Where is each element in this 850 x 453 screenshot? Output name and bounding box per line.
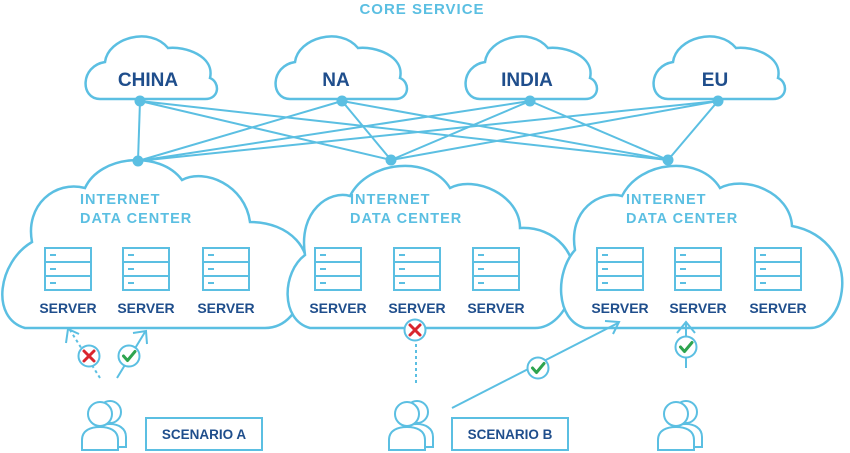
server-icon [674, 247, 722, 291]
server-icon [393, 247, 441, 291]
link-india-dc1 [137, 100, 531, 162]
hub-node-dc2 [385, 154, 397, 166]
server-icon [44, 247, 92, 291]
users-icon [388, 400, 434, 451]
server-label: SERVER [197, 300, 254, 316]
link-na-dc2 [341, 100, 392, 161]
dc3-label-line2: DATA CENTER [626, 211, 738, 227]
scenario-a-label: SCENARIO A [162, 427, 247, 442]
region-label-na: NA [322, 70, 350, 91]
hub-node-dc1 [132, 155, 144, 167]
dc1-label-line2: DATA CENTER [80, 211, 192, 227]
hub-node-china [134, 95, 146, 107]
dc2-label-line1: INTERNET [350, 192, 431, 208]
server-icon [472, 247, 520, 291]
server-label: SERVER [309, 300, 366, 316]
link-india-dc3 [529, 100, 669, 161]
link-eu-dc3 [667, 100, 719, 161]
scenario-b-box [451, 417, 569, 451]
server-icon [314, 247, 362, 291]
link-eu-dc1 [137, 100, 719, 162]
server-label: SERVER [669, 300, 726, 316]
server-label: SERVER [467, 300, 524, 316]
region-label-eu: EU [702, 70, 728, 91]
link-china-dc3 [139, 100, 669, 161]
region-cloud-na [274, 35, 409, 101]
arrowhead-icon [676, 320, 696, 334]
cross-icon [403, 318, 427, 342]
server-icon [596, 247, 644, 291]
link-china-dc1 [137, 100, 141, 162]
server-label: SERVER [39, 300, 96, 316]
hub-node-dc3 [662, 154, 674, 166]
users-icon [81, 400, 127, 451]
dc2-label-line2: DATA CENTER [350, 211, 462, 227]
region-label-india: INDIA [501, 70, 553, 91]
mesh-links [137, 100, 719, 162]
server-label: SERVER [749, 300, 806, 316]
region-label-china: CHINA [118, 70, 178, 91]
dc3-label-line1: INTERNET [626, 192, 707, 208]
server-icon [202, 247, 250, 291]
region-cloud-eu [652, 35, 787, 101]
server-icon [754, 247, 802, 291]
region-cloud-china [84, 35, 219, 101]
link-india-dc2 [390, 100, 531, 161]
server-label: SERVER [117, 300, 174, 316]
link-china-dc2 [139, 100, 392, 161]
hub-node-na [336, 95, 348, 107]
arrowhead-icon [65, 327, 80, 344]
link-na-dc1 [137, 100, 343, 162]
cross-icon [77, 344, 101, 368]
dc1-label-line1: INTERNET [80, 192, 161, 208]
region-cloud-india [464, 35, 599, 101]
check-icon [526, 356, 550, 380]
diagram-title: CORE SERVICE [359, 1, 484, 18]
server-label: SERVER [388, 300, 445, 316]
arrowhead-icon [604, 320, 621, 335]
arrowhead-icon [132, 329, 148, 345]
link-na-dc3 [341, 100, 669, 161]
users-icon [657, 400, 703, 451]
check-icon [674, 335, 698, 359]
check-icon [117, 344, 141, 368]
hub-node-india [524, 95, 536, 107]
scenario-a-box [145, 417, 263, 451]
scenario-b-label: SCENARIO B [468, 427, 553, 442]
server-label: SERVER [591, 300, 648, 316]
server-icon [122, 247, 170, 291]
hub-node-eu [712, 95, 724, 107]
link-eu-dc2 [390, 100, 719, 161]
